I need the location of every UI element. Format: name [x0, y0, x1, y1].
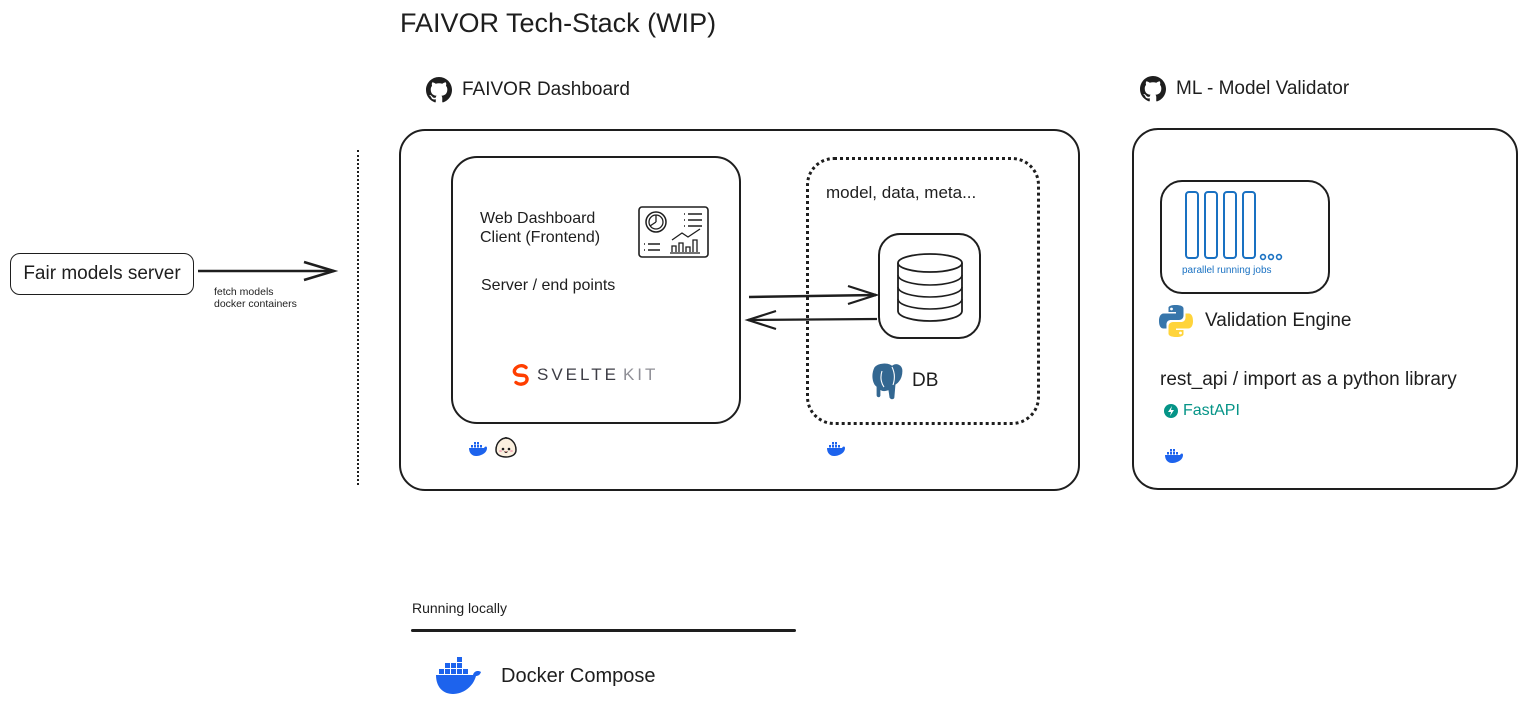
- docker-icon: [469, 442, 487, 456]
- server-endpoints-label: Server / end points: [481, 277, 616, 294]
- diagram-title: FAIVOR Tech-Stack (WIP): [400, 8, 717, 38]
- fetch-label-line2: docker containers: [214, 298, 297, 310]
- database-node: [878, 233, 981, 339]
- fastapi-logo: FastAPI: [1164, 402, 1240, 420]
- fastapi-icon: [1164, 404, 1178, 418]
- github-icon: [426, 77, 452, 103]
- dotted-separator: [357, 150, 359, 485]
- svelte-text: SVELTE: [537, 365, 619, 384]
- frontend-node: [451, 156, 741, 424]
- parallel-jobs-icon: [1185, 191, 1283, 261]
- footer-divider: [411, 629, 796, 632]
- kit-text: KIT: [622, 365, 659, 384]
- bun-icon: [495, 437, 517, 458]
- docker-icon: [827, 442, 845, 456]
- storage-label: model, data, meta...: [826, 183, 977, 202]
- github-icon: [1140, 76, 1166, 102]
- fetch-arrow-label: fetch models docker containers: [214, 286, 297, 310]
- python-icon: [1159, 305, 1193, 337]
- dashboard-header: FAIVOR Dashboard: [426, 77, 630, 103]
- frontend-title: Web Dashboard Client (Frontend): [480, 209, 600, 247]
- docker-compose-label: Docker Compose: [501, 664, 656, 687]
- dashboard-header-label: FAIVOR Dashboard: [462, 79, 630, 100]
- db-label: DB: [912, 370, 939, 391]
- response-arrow: [744, 309, 878, 331]
- dashboard-icon: [638, 206, 709, 258]
- fastapi-label: FastAPI: [1183, 402, 1240, 419]
- fair-models-server-label: Fair models server: [23, 263, 181, 284]
- validator-container: [1132, 128, 1518, 490]
- fair-models-server-node: Fair models server: [10, 253, 194, 295]
- validation-engine-label: Validation Engine: [1205, 310, 1352, 331]
- fetch-label-line1: fetch models: [214, 286, 274, 298]
- docker-icon: [436, 657, 481, 694]
- postgresql-icon: [871, 362, 904, 401]
- validator-header: ML - Model Validator: [1140, 76, 1349, 102]
- docker-icon: [1165, 449, 1183, 463]
- docker-compose-group: Docker Compose: [435, 657, 656, 695]
- storage-container: [806, 157, 1040, 425]
- db-label-group: DB: [868, 361, 938, 401]
- frontend-title-line2: Client (Frontend): [480, 229, 601, 246]
- svelte-icon: [512, 364, 529, 386]
- database-icon: [897, 253, 963, 322]
- parallel-jobs-label: parallel running jobs: [1182, 265, 1272, 276]
- fetch-arrow: [198, 260, 339, 282]
- request-arrow: [748, 284, 880, 306]
- api-label: rest_api / import as a python library: [1160, 369, 1457, 390]
- frontend-title-line1: Web Dashboard: [480, 210, 596, 227]
- validator-header-label: ML - Model Validator: [1176, 78, 1350, 99]
- validation-engine-group: Validation Engine: [1159, 304, 1351, 338]
- dashboard-container: [399, 129, 1080, 491]
- parallel-jobs-node: [1160, 180, 1330, 294]
- running-locally-label: Running locally: [412, 600, 507, 616]
